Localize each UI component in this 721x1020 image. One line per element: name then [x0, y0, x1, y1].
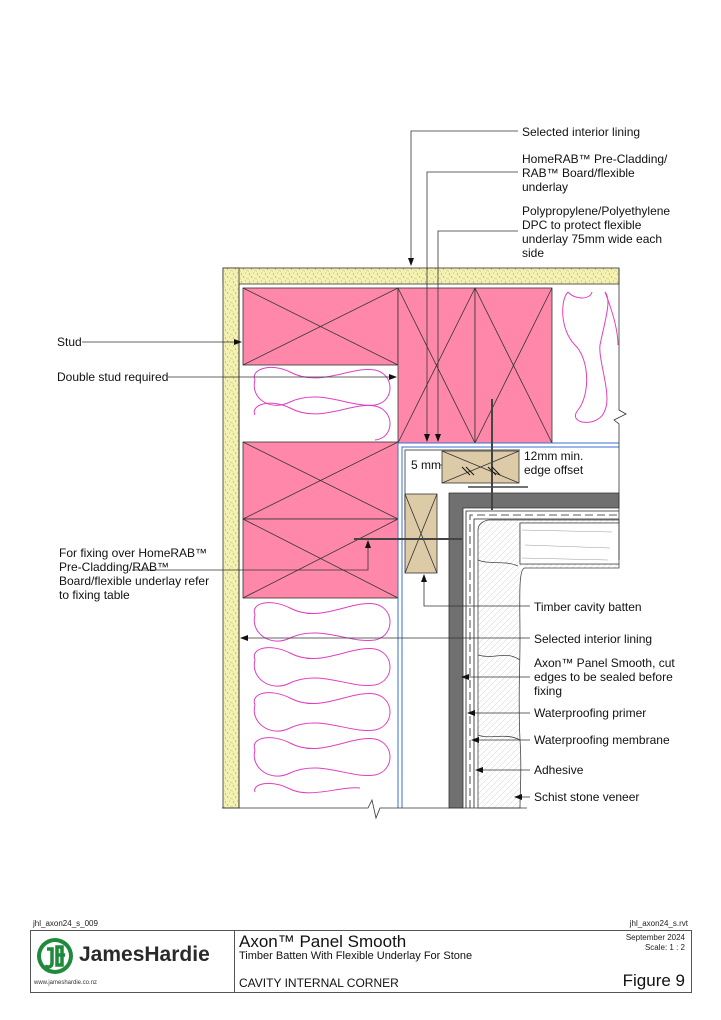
drawing-title: Axon™ Panel Smooth — [239, 932, 407, 951]
label-5mm: 5 mm — [411, 458, 441, 472]
drawing-scale: Scale: 1 : 2 — [644, 943, 685, 952]
studs — [242, 287, 553, 599]
label-dpc: Polypropylene/Polyethylene DPC to protec… — [522, 204, 671, 260]
file-name-left: jhl_axon24_s_009 — [33, 919, 98, 928]
label-stud: Stud — [57, 335, 82, 349]
interior-lining — [222, 267, 620, 809]
label-adhesive: Adhesive — [534, 763, 584, 777]
label-timber-batten: Timber cavity batten — [534, 600, 642, 614]
label-wp-membrane: Waterproofing membrane — [534, 733, 670, 747]
title-block: JamesHardie www.jameshardie.co.nz Axon™ … — [30, 930, 692, 993]
fixings — [354, 399, 528, 540]
file-name-right: jhl_axon24_s.rvt — [629, 919, 688, 928]
label-schist: Schist stone veneer — [534, 790, 640, 804]
break-lines — [222, 268, 627, 820]
schist-stone-veneer — [477, 519, 620, 809]
leader-lines — [82, 130, 530, 800]
label-double-stud: Double stud required — [57, 370, 169, 384]
label-edge-offset: 12mm min. edge offset — [524, 449, 584, 477]
title-block-divider — [234, 931, 235, 992]
label-wp-primer: Waterproofing primer — [534, 706, 647, 720]
drawing-section: CAVITY INTERNAL CORNER — [239, 976, 399, 990]
label-selected-interior-lining: Selected interior lining — [534, 632, 653, 646]
insulation — [243, 288, 619, 808]
label-axon-panel: Axon™ Panel Smooth, cut edges to be seal… — [534, 656, 675, 698]
label-selected-interior-lining-top: Selected interior lining — [522, 125, 641, 139]
label-fixing-note: For fixing over HomeRAB™ Pre-Cladding/RA… — [59, 546, 210, 602]
timber-cavity-battens — [404, 450, 520, 574]
flexible-underlay — [397, 442, 619, 808]
jameshardie-logo-icon — [37, 938, 73, 974]
brand-url: www.jameshardie.co.nz — [34, 980, 98, 986]
brand-name: JamesHardie — [79, 943, 210, 966]
drawing-date: September 2024 — [625, 933, 685, 942]
label-homerab: HomeRAB™ Pre-Cladding/ RAB™ Board/flexib… — [522, 152, 668, 194]
drawing-subtitle: Timber Batten With Flexible Underlay For… — [239, 950, 473, 962]
figure-number: Figure 9 — [622, 971, 685, 990]
